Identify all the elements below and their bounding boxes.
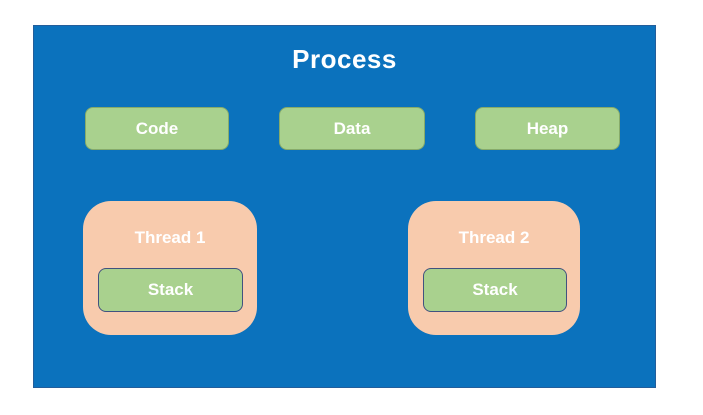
thread-1-label: Thread 1 [134, 228, 206, 247]
process-title: Process [292, 44, 397, 74]
segment-box-code: Code [85, 107, 229, 150]
segment-label-code: Code [135, 118, 179, 138]
thread-1-stack-box: Stack [98, 268, 243, 312]
segment-box-data: Data [279, 107, 425, 150]
thread-2-label: Thread 2 [458, 228, 530, 247]
thread-2-stack-box: Stack [423, 268, 567, 312]
thread-box-1: Thread 1 Stack [83, 201, 257, 335]
thread-2-stack-label: Stack [472, 280, 518, 299]
thread-1-stack-label: Stack [147, 280, 194, 299]
segment-label-data: Data [333, 118, 371, 138]
segment-label-heap: Heap [526, 118, 569, 138]
thread-box-2: Thread 2 Stack [408, 201, 580, 335]
segment-box-heap: Heap [475, 107, 620, 150]
